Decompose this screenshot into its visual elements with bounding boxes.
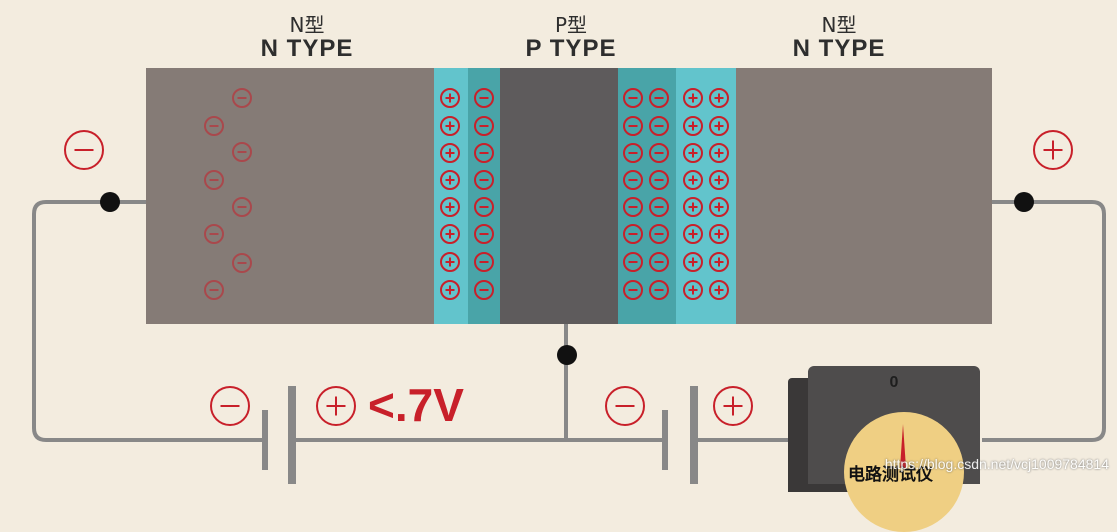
transistor-diagram bbox=[32, 68, 1106, 484]
right-depletion-positive-ion-a-2 bbox=[683, 143, 703, 163]
right-depletion-negative-ion-b-2 bbox=[649, 143, 669, 163]
left-depletion-positive-ion-2 bbox=[440, 143, 460, 163]
right-n-region bbox=[736, 68, 992, 324]
charges-layer bbox=[64, 88, 1073, 426]
battery-left-negative-symbol bbox=[210, 386, 250, 426]
battery-right-positive-symbol bbox=[713, 386, 753, 426]
region-label-left-n: N型 N TYPE bbox=[261, 14, 354, 62]
right-depletion-negative-ion-b-3 bbox=[649, 170, 669, 190]
right-depletion-negative-ion-a-3 bbox=[623, 170, 643, 190]
left-depletion-negative-ion-3 bbox=[474, 170, 494, 190]
right-depletion-negative-ion-a-4 bbox=[623, 197, 643, 217]
battery-left-negative-plate bbox=[262, 410, 268, 470]
region-label-p: P型 P TYPE bbox=[526, 14, 617, 62]
right-depletion-negative-ion-a-1 bbox=[623, 116, 643, 136]
battery-right bbox=[662, 386, 698, 484]
battery-left-positive-symbol bbox=[316, 386, 356, 426]
left-depletion-negative-ion-6 bbox=[474, 252, 494, 272]
right-depletion-negative-ion-b-1 bbox=[649, 116, 669, 136]
region-label-right-en: N TYPE bbox=[792, 35, 886, 62]
battery-right-positive-plate bbox=[690, 386, 698, 484]
right-depletion-positive-ion-b-5 bbox=[709, 224, 729, 244]
left-depletion-positive-ion-3 bbox=[440, 170, 460, 190]
right-depletion-negative-ion-b-4 bbox=[649, 197, 669, 217]
voltage-label: <.7V bbox=[368, 379, 464, 431]
free-electron-0 bbox=[232, 88, 252, 108]
right-depletion-positive-ion-b-3 bbox=[709, 170, 729, 190]
free-electron-2 bbox=[232, 142, 252, 162]
free-electron-7 bbox=[204, 280, 224, 300]
left-depletion-negative-ion-2 bbox=[474, 143, 494, 163]
left-depletion-negative-ion-0 bbox=[474, 88, 494, 108]
right-depletion-positive-ion-a-1 bbox=[683, 116, 703, 136]
battery-right-negative-symbol bbox=[605, 386, 645, 426]
p-region bbox=[500, 68, 618, 324]
right-depletion-positive-ion-b-2 bbox=[709, 143, 729, 163]
left-depletion-positive-ion-7 bbox=[440, 280, 460, 300]
region-label-left-cn: N型 bbox=[289, 13, 325, 37]
right-depletion-negative-ion-b-5 bbox=[649, 224, 669, 244]
free-electron-1 bbox=[204, 116, 224, 136]
left-depletion-negative-ion-5 bbox=[474, 224, 494, 244]
collector-terminal bbox=[1014, 192, 1034, 212]
battery-left-positive-plate bbox=[288, 386, 296, 484]
right-depletion-negative-ion-a-5 bbox=[623, 224, 643, 244]
region-label-p-cn: P型 bbox=[554, 13, 588, 37]
region-label-p-en: P TYPE bbox=[525, 35, 617, 62]
right-depletion-negative-ion-a-0 bbox=[623, 88, 643, 108]
left-wire bbox=[32, 200, 264, 442]
left-depletion-negative-ion-1 bbox=[474, 116, 494, 136]
right-depletion-positive-ion-a-7 bbox=[683, 280, 703, 300]
right-depletion-negative-ion-a-6 bbox=[623, 252, 643, 272]
battery-right-negative-plate bbox=[662, 410, 668, 470]
left-depletion-positive-ion-6 bbox=[440, 252, 460, 272]
region-label-right-cn: N型 bbox=[821, 13, 857, 37]
right-depletion-negative-ion-a-7 bbox=[623, 280, 643, 300]
meter-reading: 0 bbox=[889, 374, 899, 391]
free-electron-4 bbox=[232, 197, 252, 217]
right-depletion-positive-ion-a-3 bbox=[683, 170, 703, 190]
emitter-terminal bbox=[100, 192, 120, 212]
right-depletion-light bbox=[676, 68, 736, 324]
right-depletion-dark bbox=[618, 68, 676, 324]
right-depletion-negative-ion-b-6 bbox=[649, 252, 669, 272]
right-depletion-negative-ion-b-0 bbox=[649, 88, 669, 108]
region-label-left-en: N TYPE bbox=[260, 35, 354, 62]
left-n-region bbox=[146, 68, 434, 324]
left-depletion-positive-ion-4 bbox=[440, 197, 460, 217]
right-depletion-positive-ion-b-0 bbox=[709, 88, 729, 108]
left-depletion-positive-ion-0 bbox=[440, 88, 460, 108]
left-depletion-positive-ion-5 bbox=[440, 224, 460, 244]
emitter-negative-symbol bbox=[64, 130, 104, 170]
right-wire-top bbox=[982, 200, 1106, 442]
battery-left bbox=[262, 386, 296, 484]
collector-positive-symbol bbox=[1033, 130, 1073, 170]
free-electron-5 bbox=[204, 224, 224, 244]
left-depletion-negative-ion-4 bbox=[474, 197, 494, 217]
meter-needle bbox=[900, 424, 906, 468]
right-depletion-positive-ion-b-6 bbox=[709, 252, 729, 272]
region-label-right-n: N型 N TYPE bbox=[793, 14, 886, 62]
right-depletion-positive-ion-a-5 bbox=[683, 224, 703, 244]
right-depletion-positive-ion-a-0 bbox=[683, 88, 703, 108]
right-depletion-negative-ion-a-2 bbox=[623, 143, 643, 163]
right-depletion-positive-ion-b-7 bbox=[709, 280, 729, 300]
right-depletion-positive-ion-b-4 bbox=[709, 197, 729, 217]
left-depletion-negative-ion-7 bbox=[474, 280, 494, 300]
meter-title: 电路测试仪 bbox=[848, 465, 933, 485]
right-depletion-negative-ion-b-7 bbox=[649, 280, 669, 300]
left-depletion-positive-ion-1 bbox=[440, 116, 460, 136]
free-electron-6 bbox=[232, 253, 252, 273]
free-electron-3 bbox=[204, 170, 224, 190]
right-depletion-positive-ion-a-4 bbox=[683, 197, 703, 217]
watermark: https://blog.csdn.net/vcj1009784814 bbox=[884, 456, 1109, 472]
base-terminal bbox=[557, 345, 577, 365]
right-depletion-positive-ion-a-6 bbox=[683, 252, 703, 272]
right-depletion-positive-ion-b-1 bbox=[709, 116, 729, 136]
